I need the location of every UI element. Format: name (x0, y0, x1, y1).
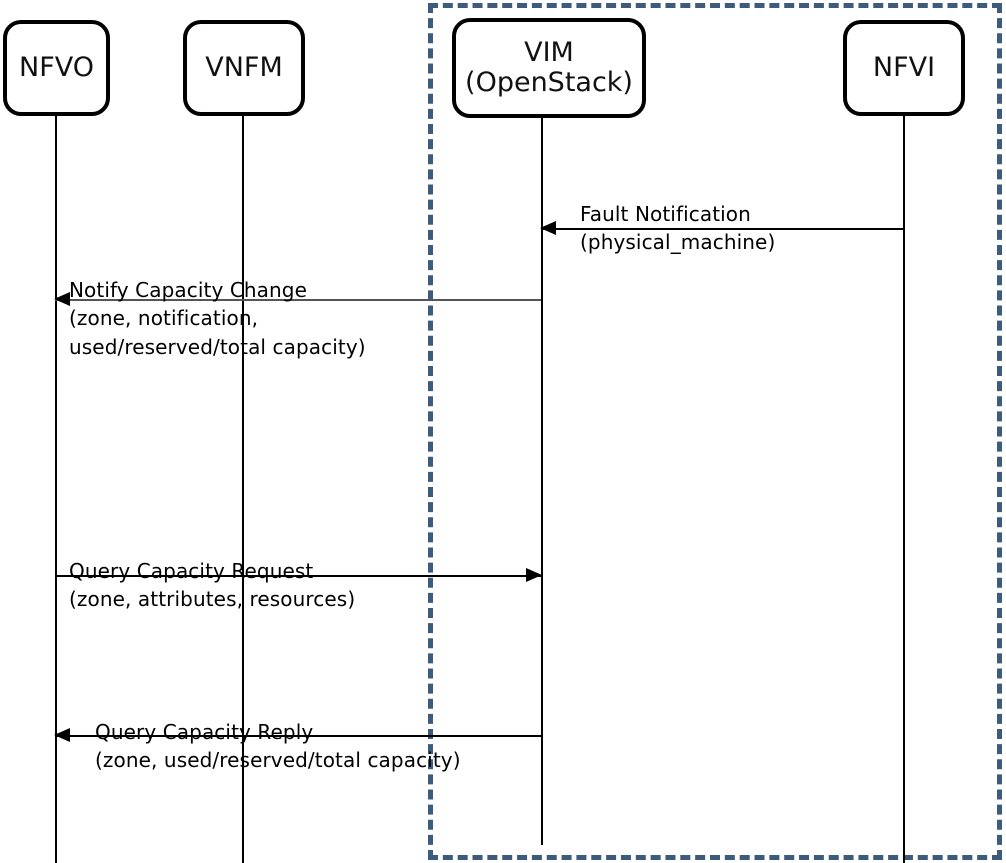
message-label-query-capacity-request: Query Capacity Request (zone, attributes… (69, 559, 356, 612)
lifeline-nfvi (903, 116, 905, 863)
actor-label-vnfm: VNFM (205, 51, 283, 83)
lifeline-nfvo (55, 116, 57, 863)
lifeline-vnfm (242, 116, 244, 863)
actor-box-vim[interactable]: VIM (OpenStack) (452, 18, 646, 118)
message-line (55, 735, 541, 737)
message-label-fault-notification: Fault Notification (physical_machine) (580, 202, 776, 255)
message-label-query-capacity-reply: Query Capacity Reply (zone, used/reserve… (95, 720, 461, 773)
actor-label-nfvo: NFVO (19, 51, 94, 83)
actor-box-nfvi[interactable]: NFVI (843, 20, 965, 116)
vim-nfvi-boundary-box (428, 3, 1002, 860)
arrowhead-right-icon (526, 568, 542, 582)
lifeline-vim (541, 118, 543, 845)
actor-box-nfvo[interactable]: NFVO (3, 20, 110, 116)
message-line (55, 575, 541, 577)
arrowhead-left-icon (540, 221, 556, 235)
actor-label-nfvi: NFVI (872, 51, 936, 83)
actor-box-vnfm[interactable]: VNFM (183, 20, 305, 116)
arrowhead-left-icon (54, 292, 70, 306)
message-line (55, 299, 541, 301)
actor-label-vim: VIM (OpenStack) (465, 36, 633, 98)
arrowhead-left-icon (54, 728, 70, 742)
message-line (541, 228, 903, 230)
message-label-notify-capacity-change: Notify Capacity Change (zone, notificati… (69, 278, 366, 359)
